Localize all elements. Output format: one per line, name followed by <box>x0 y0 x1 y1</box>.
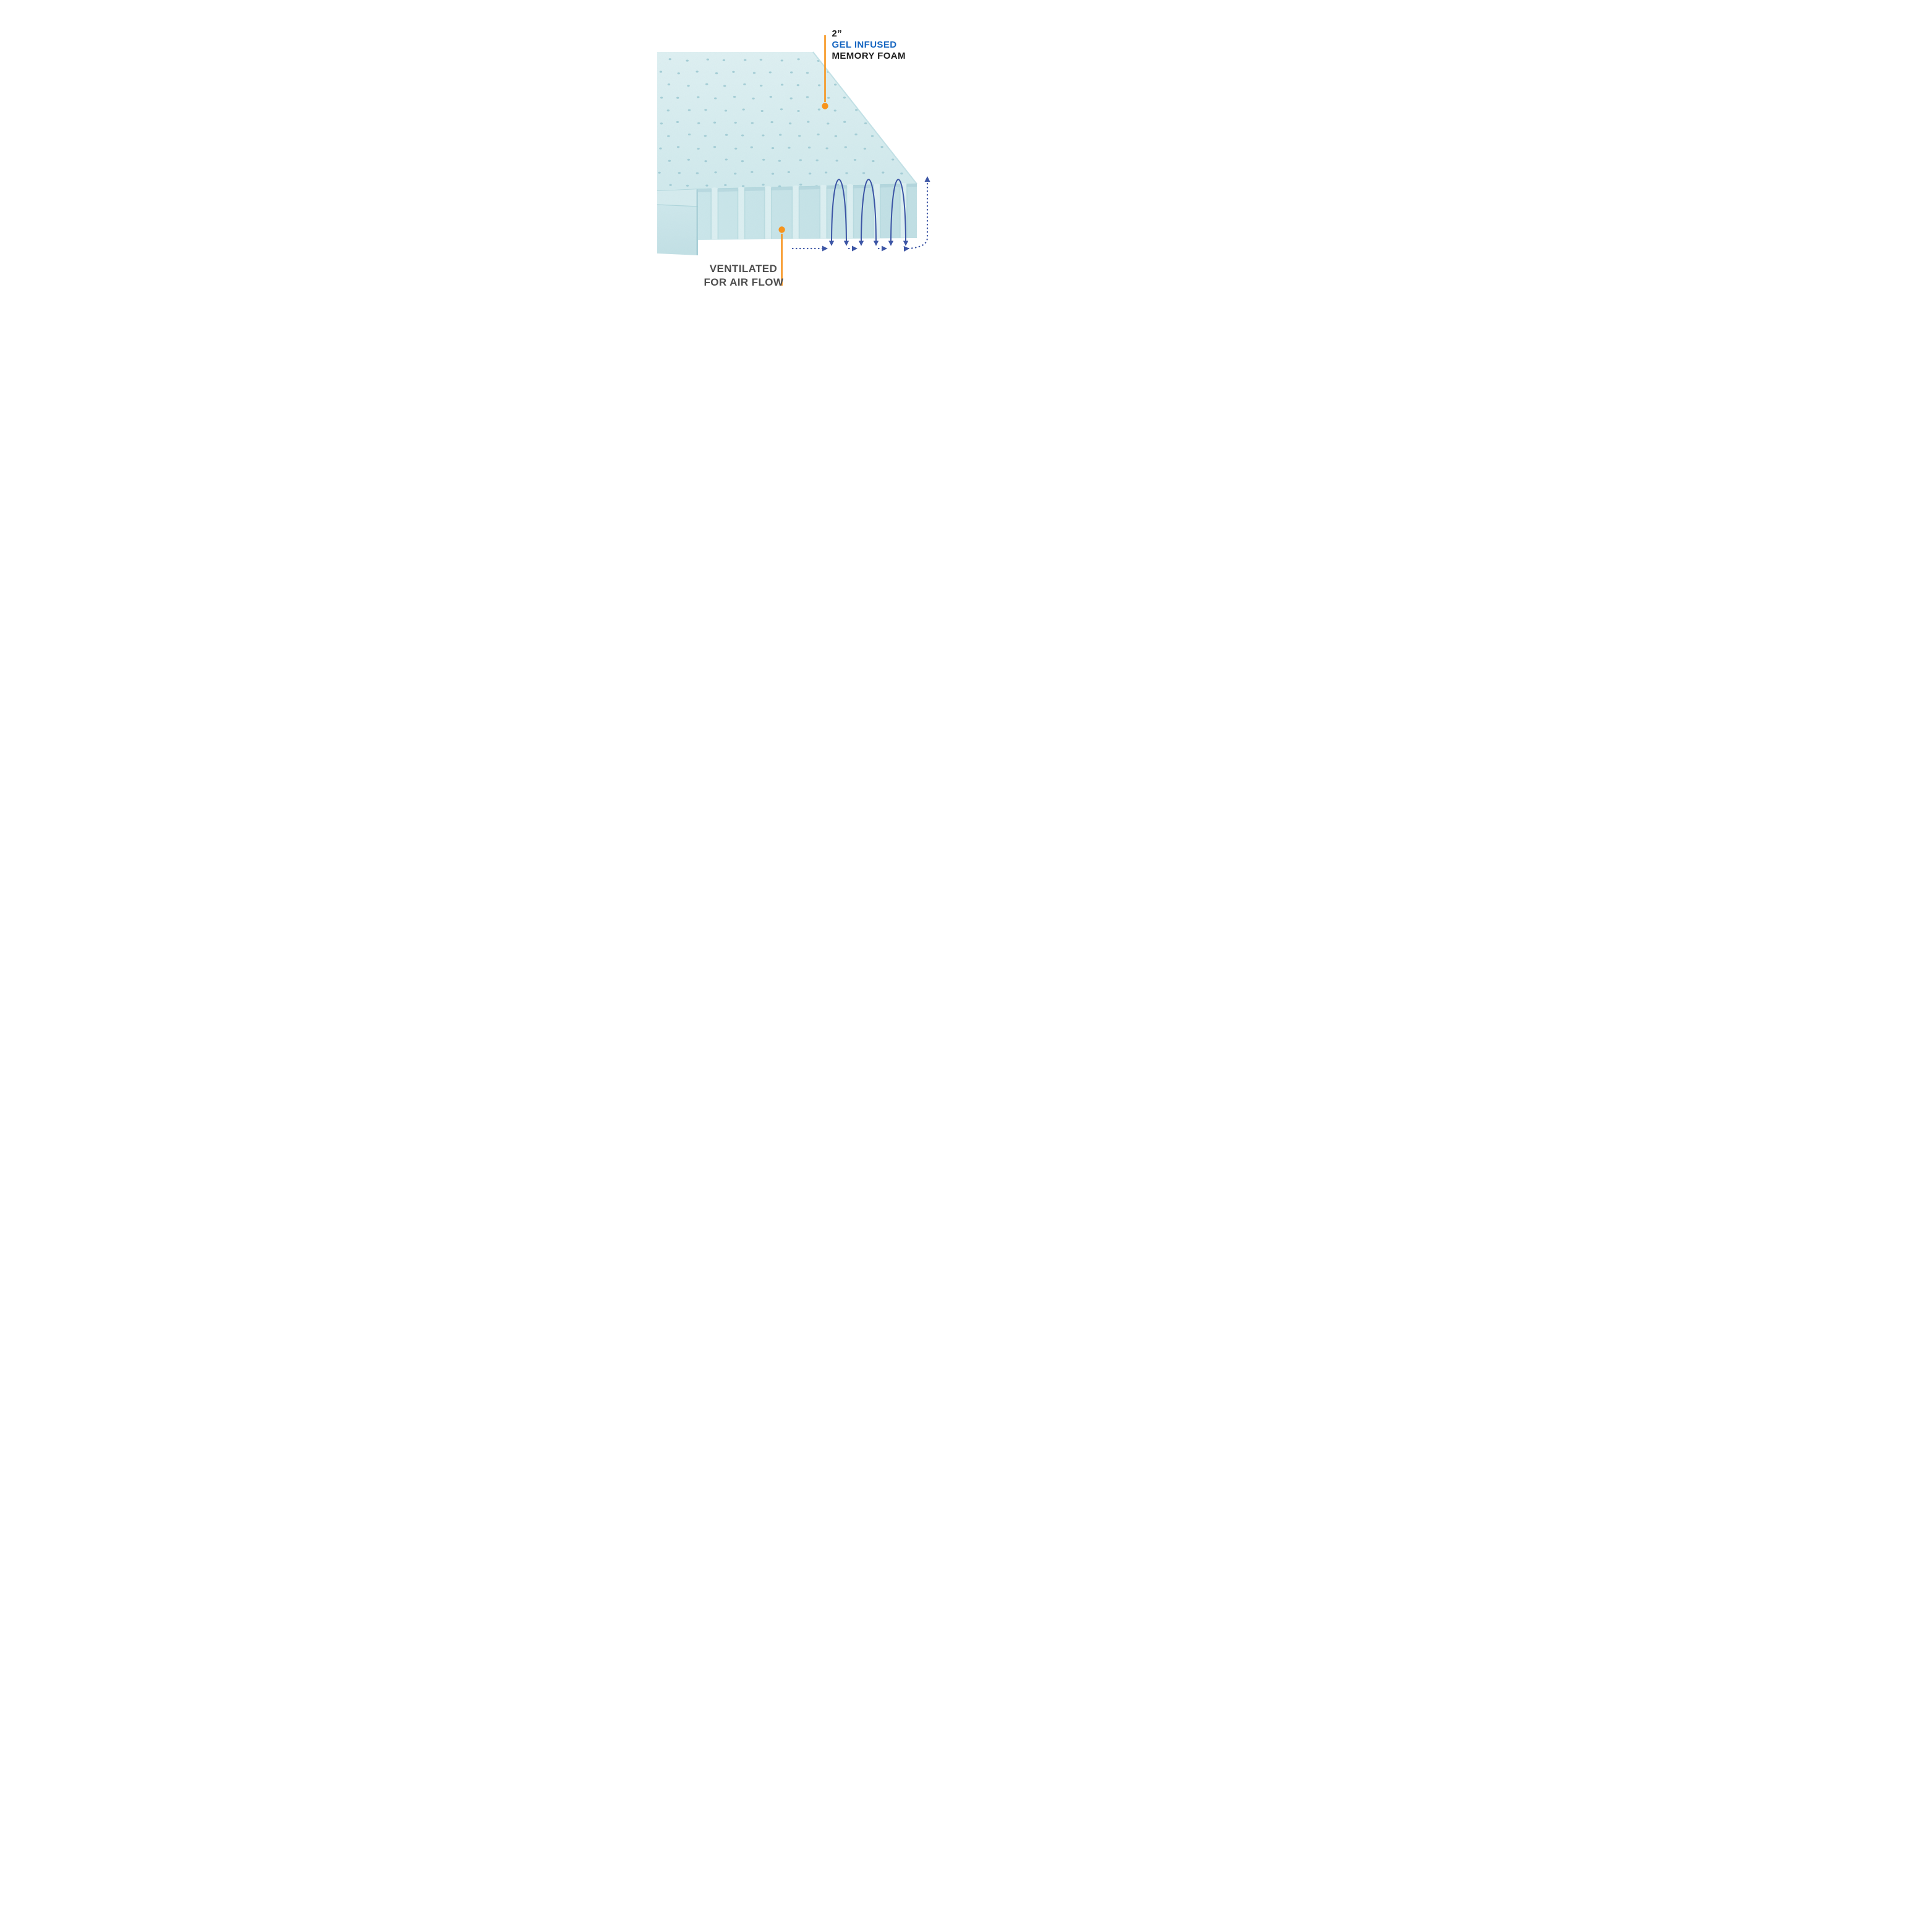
vent-hole <box>938 147 941 149</box>
vent-hole <box>880 97 883 100</box>
vent-hole <box>948 59 950 61</box>
vent-hole <box>917 146 919 148</box>
vent-hole <box>956 98 958 100</box>
vent-hole <box>937 96 939 98</box>
vent-hole <box>917 122 920 124</box>
callout-dot-bottom <box>778 226 785 233</box>
vent-hole <box>945 160 947 162</box>
vent-hole <box>881 72 884 75</box>
vent-hole <box>871 83 874 85</box>
vent-hole <box>947 83 950 85</box>
product-diagram-canvas: 2” GEL INFUSED MEMORY FOAM VENTILATED FO… <box>657 0 1275 618</box>
vent-hole <box>938 173 940 175</box>
vent-hole <box>909 83 913 85</box>
vent-hole <box>927 85 929 87</box>
airflow-arc-2 <box>858 179 879 246</box>
callout-dot-top <box>821 103 828 109</box>
label-ventilated-annotation: VENTILATED FOR AIR FLOW <box>704 262 783 289</box>
vent-hole <box>928 110 930 112</box>
vent-hole <box>945 134 948 136</box>
vent-hole <box>919 197 921 199</box>
vent-hole <box>843 72 846 75</box>
vent-hole <box>900 96 903 98</box>
vent-hole <box>956 72 959 74</box>
gel-infused-label: GEL INFUSED <box>832 39 897 50</box>
vent-hole <box>908 134 911 137</box>
vent-hole <box>870 109 874 111</box>
vent-hole <box>908 160 911 163</box>
vent-hole <box>890 85 893 87</box>
vent-hole <box>892 134 895 136</box>
vent-hole <box>926 59 929 61</box>
airflow-arrows <box>791 176 930 252</box>
vent-hole <box>899 70 902 73</box>
vent-hole <box>919 72 922 74</box>
vent-hole <box>955 122 958 124</box>
vent-hole <box>937 197 939 199</box>
airflow-arc-1 <box>828 179 849 246</box>
vent-hole <box>955 197 958 198</box>
vent-hole <box>945 185 948 187</box>
vent-hole <box>862 70 866 73</box>
vent-hole <box>910 59 913 61</box>
vent-hole <box>864 96 867 99</box>
vent-hole <box>935 71 938 73</box>
callouts <box>778 35 828 286</box>
foam-topper <box>657 51 959 255</box>
vent-hole <box>929 159 931 161</box>
thickness-value: 2” <box>832 28 843 39</box>
label-top-annotation: 2” GEL INFUSED MEMORY FOAM <box>832 28 906 61</box>
vent-hole <box>891 109 895 112</box>
vent-hole <box>918 98 921 100</box>
vent-hole <box>901 147 904 150</box>
vent-hole <box>901 122 904 124</box>
vent-hole <box>908 108 911 111</box>
vent-hole <box>917 171 920 173</box>
memory-foam-label: MEMORY FOAM <box>832 50 906 61</box>
vent-hole <box>854 85 857 87</box>
vent-hole <box>947 108 949 110</box>
vent-hole <box>954 147 956 148</box>
mattress-diagram <box>657 35 959 286</box>
vent-hole <box>938 121 940 123</box>
vent-hole <box>954 171 956 173</box>
ventilated-label-line1: VENTILATED <box>709 263 778 274</box>
vent-hole <box>929 134 931 136</box>
airflow-exit-dotted-line <box>903 176 930 252</box>
vent-hole <box>928 184 930 185</box>
vent-hole <box>880 121 883 124</box>
ventilated-label-line2: FOR AIR FLOW <box>704 276 784 288</box>
